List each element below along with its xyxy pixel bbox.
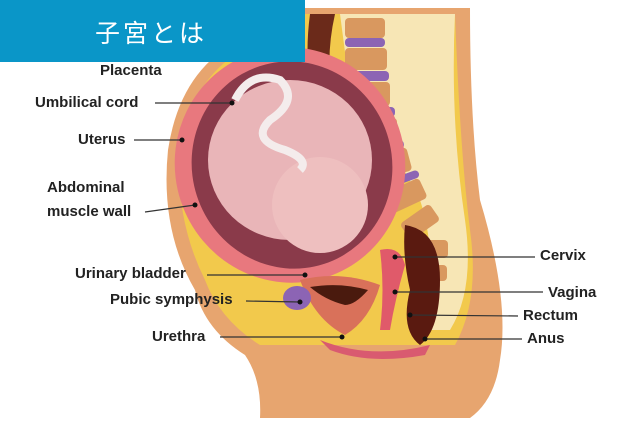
title-text: 子宮とは — [95, 19, 208, 48]
fetus-head — [272, 157, 368, 253]
umbilical-cord-shape — [231, 73, 307, 173]
cervix-shape — [380, 249, 405, 330]
label-umbilical-cord: Umbilical cord — [35, 94, 139, 111]
label-urethra: Urethra — [152, 328, 206, 345]
title-banner: 子宮とは — [0, 0, 305, 62]
label-urinary-bladder: Urinary bladder — [75, 265, 186, 282]
perineum — [320, 340, 430, 359]
label-placenta: Placenta — [100, 62, 162, 79]
pubic-symphysis-bone — [283, 286, 311, 310]
label-muscle-wall: muscle wall — [47, 203, 132, 220]
leader-dots — [179, 100, 428, 342]
leader-lines — [134, 102, 543, 340]
label-anus: Anus — [527, 330, 565, 347]
label-vagina: Vagina — [548, 284, 597, 301]
label-uterus: Uterus — [78, 131, 126, 148]
label-abdominal: Abdominal — [47, 179, 125, 196]
label-pubic-symphysis: Pubic symphysis — [110, 291, 233, 308]
label-rectum: Rectum — [523, 307, 579, 324]
label-cervix: Cervix — [540, 247, 586, 264]
